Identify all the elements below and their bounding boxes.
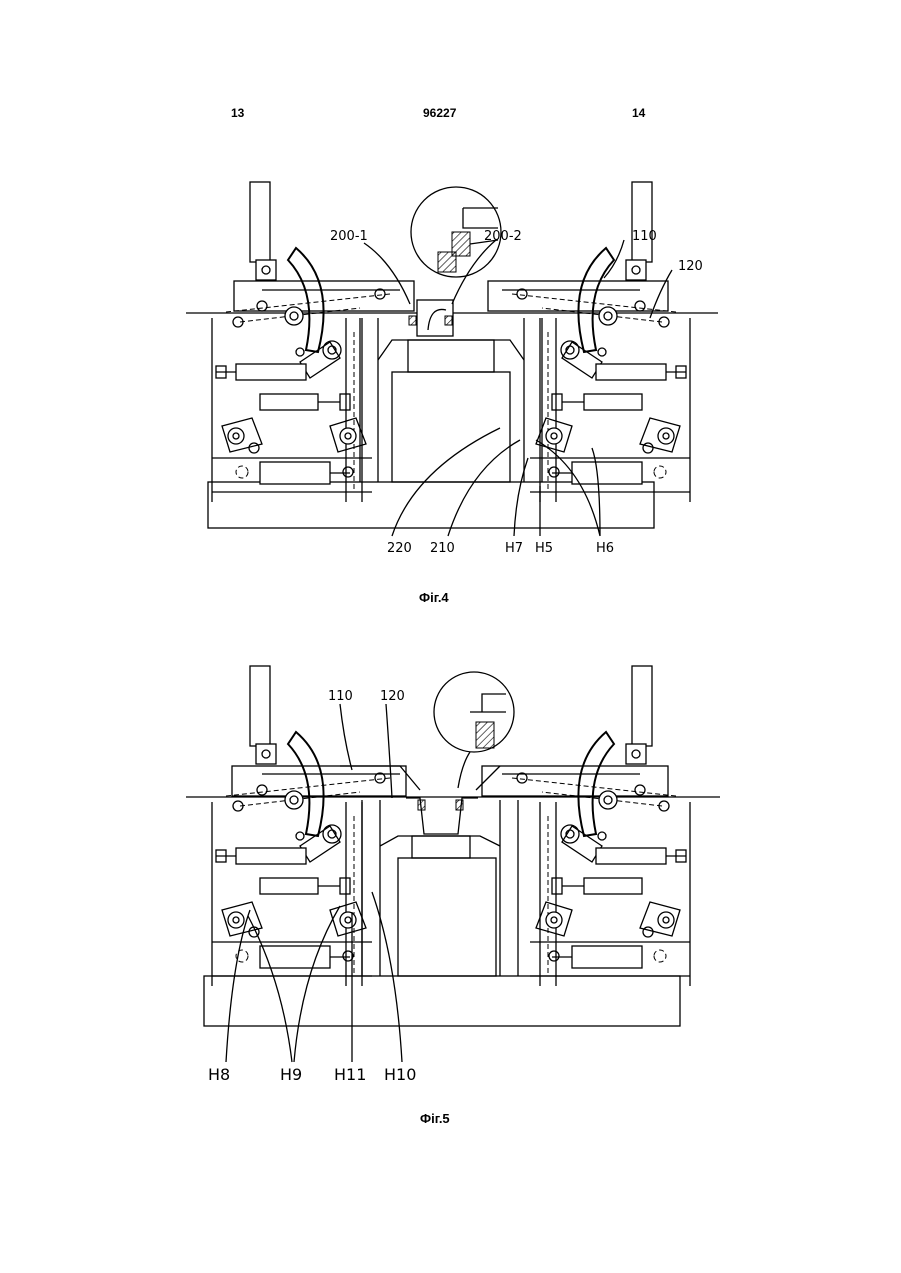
label-h11: H11 — [334, 1065, 366, 1084]
center-column — [392, 372, 510, 482]
figure-5-drawing — [186, 666, 720, 1062]
base-plate — [208, 482, 654, 528]
label-h7: H7 — [505, 541, 523, 556]
label-120: 120 — [678, 259, 703, 274]
figure-4-caption: Фіг.4 — [419, 590, 449, 605]
label-h5: H5 — [535, 541, 553, 556]
label-h9: H9 — [280, 1065, 302, 1084]
label-120: 120 — [380, 689, 405, 704]
label-220: 220 — [387, 541, 412, 556]
label-210: 210 — [430, 541, 455, 556]
label-h6: H6 — [596, 541, 614, 556]
label-h10: H10 — [384, 1065, 416, 1084]
label-200-1: 200-1 — [330, 229, 368, 244]
label-h8: H8 — [208, 1065, 230, 1084]
center-column — [398, 858, 496, 976]
figure-5-caption: Фіг.5 — [420, 1111, 450, 1126]
label-110: 110 — [328, 689, 353, 704]
label-200-2: 200-2 — [484, 229, 522, 244]
label-110: 110 — [632, 229, 657, 244]
